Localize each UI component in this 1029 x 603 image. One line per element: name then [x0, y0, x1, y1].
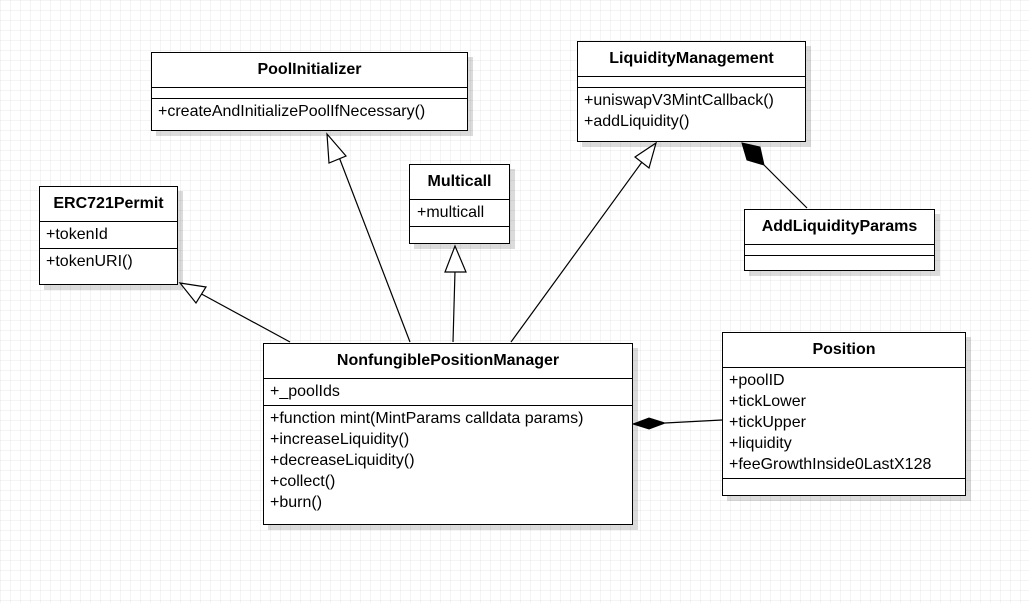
- class-add-liquidity-params[interactable]: AddLiquidityParams: [744, 209, 935, 271]
- attributes-section: [152, 88, 467, 99]
- method-item: +addLiquidity(): [584, 113, 690, 130]
- attribute-item: +feeGrowthInside0LastX128: [729, 456, 932, 473]
- attribute-item: +multicall: [417, 204, 485, 221]
- attributes-section: +_poolIds: [264, 379, 632, 406]
- composition-npm-position: [631, 417, 723, 430]
- methods-section: [723, 479, 965, 490]
- class-name: ERC721Permit: [40, 187, 177, 222]
- methods-section: +tokenURI(): [40, 249, 177, 275]
- attribute-item: +_poolIds: [270, 383, 340, 400]
- methods-section: [745, 256, 934, 267]
- inheritance-npm-poolinitializer: [326, 132, 411, 343]
- attributes-section: +poolID +tickLower +tickUpper +liquidity…: [723, 368, 965, 479]
- method-item: +uniswapV3MintCallback(): [584, 92, 774, 109]
- class-name: PoolInitializer: [152, 53, 467, 88]
- method-item: +createAndInitializePoolIfNecessary(): [158, 103, 426, 120]
- methods-section: +createAndInitializePoolIfNecessary(): [152, 99, 467, 125]
- attributes-section: +tokenId: [40, 222, 177, 249]
- inheritance-npm-erc721permit: [178, 282, 291, 343]
- attributes-section: +multicall: [410, 200, 509, 227]
- class-pool-initializer[interactable]: PoolInitializer +createAndInitializePool…: [151, 52, 468, 131]
- attribute-item: +liquidity: [729, 435, 792, 452]
- class-liquidity-management[interactable]: LiquidityManagement +uniswapV3MintCallba…: [577, 41, 806, 142]
- attribute-item: +tickUpper: [729, 414, 806, 431]
- class-name: NonfungiblePositionManager: [264, 344, 632, 379]
- inheritance-npm-liquiditymanagement: [510, 141, 658, 343]
- method-item: +increaseLiquidity(): [270, 431, 410, 448]
- class-multicall[interactable]: Multicall +multicall: [409, 164, 510, 244]
- class-name: Position: [723, 333, 965, 368]
- method-item: +collect(): [270, 473, 336, 490]
- class-name: Multicall: [410, 165, 509, 200]
- attribute-item: +tickLower: [729, 393, 806, 410]
- method-item: +function mint(MintParams calldata param…: [270, 410, 584, 427]
- methods-section: [410, 227, 509, 238]
- methods-section: +function mint(MintParams calldata param…: [264, 406, 632, 516]
- method-item: +decreaseLiquidity(): [270, 452, 415, 469]
- class-name: AddLiquidityParams: [745, 210, 934, 245]
- class-position[interactable]: Position +poolID +tickLower +tickUpper +…: [722, 332, 966, 496]
- methods-section: +uniswapV3MintCallback() +addLiquidity(): [578, 88, 805, 135]
- class-name: LiquidityManagement: [578, 42, 805, 77]
- method-item: +burn(): [270, 494, 323, 511]
- class-nonfungible-position-manager[interactable]: NonfungiblePositionManager +_poolIds +fu…: [263, 343, 633, 525]
- attributes-section: [578, 77, 805, 88]
- method-item: +tokenURI(): [46, 253, 133, 270]
- attribute-item: +tokenId: [46, 226, 108, 243]
- attributes-section: [745, 245, 934, 256]
- composition-liquiditymanagement-addliquidityparams: [741, 142, 808, 209]
- attribute-item: +poolID: [729, 372, 785, 389]
- class-erc721-permit[interactable]: ERC721Permit +tokenId +tokenURI(): [39, 186, 178, 285]
- inheritance-npm-multicall: [444, 244, 467, 343]
